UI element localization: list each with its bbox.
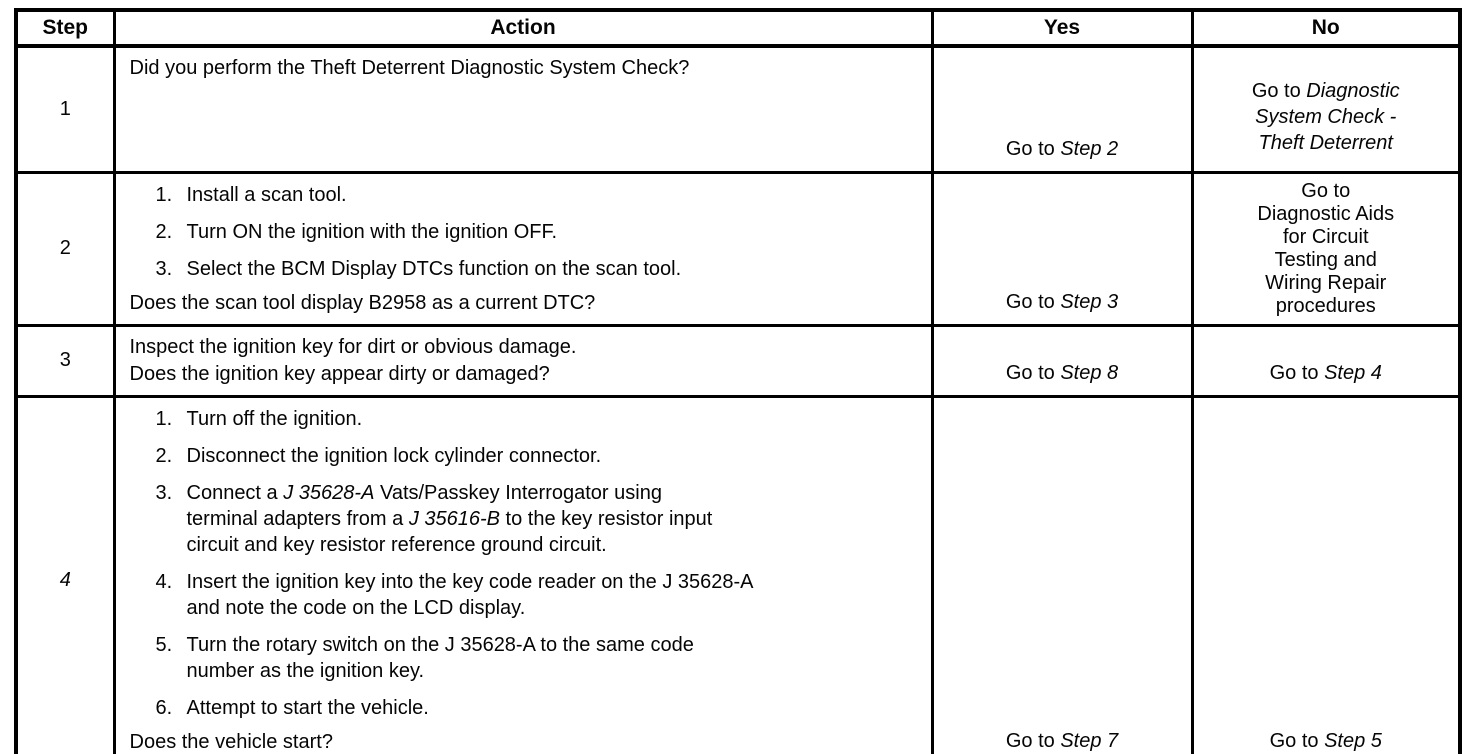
action-list-item: 4. Insert the ignition key into the key c…: [130, 569, 921, 621]
no-text-line: Go to Step 4: [1269, 361, 1382, 384]
step-number: 1: [59, 97, 71, 120]
action-item-line: Connect a J 35628-A Vats/Passkey Interro…: [186, 481, 662, 504]
no-text-line: Wiring Repair: [1265, 271, 1387, 294]
step-number: 3: [59, 349, 71, 371]
diagnostic-table: Step Action Yes No 1 Did you perform the …: [14, 8, 1462, 754]
action-content: 1. Turn off the ignition. 2. Disconnect the…: [116, 398, 931, 754]
action-list-item: 2. Turn ON the ignition with the ignition…: [130, 219, 921, 245]
action-content: 1. Install a scan tool. 2. Turn ON the igni…: [116, 174, 931, 324]
action-question: Does the scan tool display B2958 as a cu…: [129, 291, 596, 314]
action-item-text: Select the BCM Display DTCs function on …: [187, 256, 921, 282]
table-row: 2 1. Install a scan tool. 2. Turn ON the ign…: [14, 170, 1462, 327]
action-list-item: 1. Install a scan tool.: [130, 182, 921, 208]
no-cell: Go to Step 5: [1190, 394, 1462, 754]
action-question: Does the ignition key appear dirty or da…: [129, 362, 550, 385]
action-cell: Did you perform the Theft Deterrent Diag…: [112, 44, 934, 174]
no-text-line: Go to Step 5: [1269, 729, 1382, 752]
col-header-action: Action: [112, 8, 934, 48]
action-item-line: Attempt to start the vehicle.: [186, 696, 429, 719]
action-item-number: 1.: [155, 183, 173, 206]
action-list-item: 3. Connect a J 35628-A Vats/Passkey Inter…: [130, 480, 921, 558]
action-item-line: Turn the rotary switch on the J 35628-A …: [186, 633, 694, 656]
action-item-text: Insert the ignition key into the key cod…: [187, 569, 921, 621]
no-text-line: Go to Diagnostic: [1251, 79, 1400, 102]
action-item-line: number as the ignition key.: [186, 659, 425, 682]
action-item-text: Disconnect the ignition lock cylinder co…: [187, 443, 921, 469]
no-text-line: for Circuit: [1282, 225, 1369, 248]
action-item-number: 2.: [155, 220, 173, 243]
action-item-line: Select the BCM Display DTCs function on …: [186, 257, 682, 280]
action-item-line: Turn off the ignition.: [186, 407, 363, 430]
action-item-number: 3.: [155, 257, 173, 280]
action-item-number: 4.: [155, 570, 173, 593]
action-item-line: terminal adapters from a J 35616-B to th…: [186, 507, 713, 530]
action-content: Inspect the ignition key for dirt or obv…: [116, 327, 931, 395]
yes-cell: Go to Step 8: [930, 323, 1194, 398]
col-header-yes: Yes: [930, 8, 1194, 48]
no-text-line: Testing and: [1274, 248, 1377, 271]
action-item-number: 6.: [155, 696, 173, 719]
step-cell: 3: [14, 323, 116, 398]
step-cell: 4: [14, 394, 116, 754]
table-row: 4 1. Turn off the ignition. 2. Disconnect th…: [14, 394, 1462, 754]
yes-text-line: Go to Step 8: [1005, 361, 1119, 384]
action-item-text: Connect a J 35628-A Vats/Passkey Interro…: [187, 480, 921, 558]
col-header-step: Step: [14, 8, 116, 48]
table-row: 3 Inspect the ignition key for dirt or ob…: [14, 323, 1462, 398]
action-item-line: circuit and key resistor reference groun…: [186, 533, 607, 556]
action-question: Does the vehicle start?: [129, 730, 333, 753]
action-lead-line: Did you perform the Theft Deterrent Diag…: [129, 57, 690, 79]
no-text-line: System Check -: [1255, 105, 1397, 128]
yes-text-line: Go to Step 7: [1005, 729, 1119, 752]
action-list-item: 5. Turn the rotary switch on the J 35628-…: [130, 632, 921, 684]
action-item-text: Install a scan tool.: [187, 182, 921, 208]
action-list-item: 1. Turn off the ignition.: [130, 406, 921, 432]
yes-cell: Go to Step 3: [930, 170, 1194, 327]
action-item-line: Disconnect the ignition lock cylinder co…: [186, 444, 602, 467]
action-list-item: 6. Attempt to start the vehicle.: [130, 695, 921, 721]
action-item-number: 1.: [155, 407, 173, 430]
step-cell: 1: [14, 44, 116, 174]
no-text-line: Theft Deterrent: [1258, 131, 1393, 154]
action-item-number: 3.: [155, 481, 173, 504]
action-item-number: 5.: [155, 633, 173, 656]
yes-text-line: Go to Step 2: [1005, 137, 1119, 160]
no-text-line: Diagnostic Aids: [1257, 202, 1395, 225]
action-cell: 1. Turn off the ignition. 2. Disconnect the…: [112, 394, 934, 754]
action-cell: 1. Install a scan tool. 2. Turn ON the igni…: [112, 170, 934, 327]
action-item-text: Attempt to start the vehicle.: [187, 695, 921, 721]
no-cell: Go to Step 4: [1190, 323, 1462, 398]
action-cell: Inspect the ignition key for dirt or obv…: [112, 323, 934, 398]
step-number: 4: [59, 568, 71, 591]
yes-text-line: Go to Step 3: [1005, 290, 1119, 313]
yes-cell: Go to Step 7: [930, 394, 1194, 754]
action-item-number: 2.: [155, 444, 173, 467]
col-header-no: No: [1190, 8, 1462, 48]
table-row: 1 Did you perform the Theft Deterrent Dia…: [14, 44, 1462, 174]
action-content: Did you perform the Theft Deterrent Diag…: [116, 48, 931, 171]
action-list-item: 2. Disconnect the ignition lock cylinder …: [130, 443, 921, 469]
table-body: 1 Did you perform the Theft Deterrent Dia…: [14, 44, 1462, 754]
action-item-text: Turn the rotary switch on the J 35628-A …: [187, 632, 921, 684]
action-item-text: Turn ON the ignition with the ignition O…: [187, 219, 921, 245]
action-item-line: Install a scan tool.: [186, 183, 347, 206]
action-list-item: 3. Select the BCM Display DTCs function o…: [130, 256, 921, 282]
header-row: Step Action Yes No: [14, 8, 1462, 48]
yes-cell: Go to Step 2: [930, 44, 1194, 174]
action-item-line: and note the code on the LCD display.: [186, 596, 526, 619]
action-item-line: Turn ON the ignition with the ignition O…: [186, 220, 558, 243]
action-lead-line: Inspect the ignition key for dirt or obv…: [129, 335, 577, 358]
step-number: 2: [59, 237, 71, 259]
action-item-line: Insert the ignition key into the key cod…: [186, 570, 754, 593]
no-text-line: procedures: [1275, 294, 1376, 317]
step-cell: 2: [14, 170, 116, 327]
action-item-text: Turn off the ignition.: [187, 406, 921, 432]
no-text-line: Go to: [1301, 179, 1351, 202]
